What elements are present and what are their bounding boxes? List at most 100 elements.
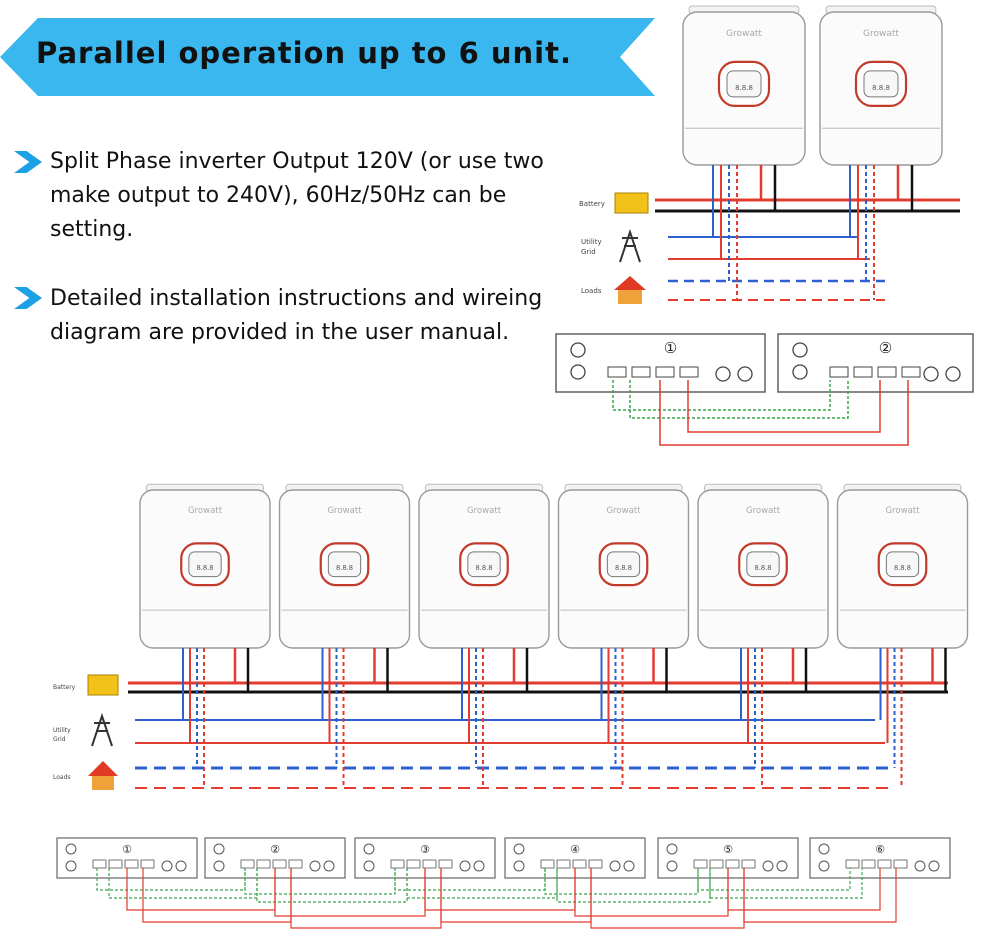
unit-number: ① [122,843,132,856]
inverter-brand: Growatt [606,506,641,516]
label-battery-bottom: Battery [53,684,76,691]
label-battery: Battery [579,200,605,208]
label-utility: Utility [581,238,602,246]
comm-port [877,366,897,378]
comm-port [829,366,849,378]
label-loads-bottom: Loads [53,774,71,781]
display-readout: 8.8.8 [894,564,911,572]
comm-port [607,366,627,378]
comm-port [655,366,675,378]
house-icon-bottom [88,761,118,776]
panel-hole [213,843,225,855]
panel-hole [570,364,586,380]
comm-port [861,859,876,869]
unit-number: ⑥ [875,843,885,856]
panel-hole [945,366,961,382]
comm-panel [777,333,974,393]
bullet-instructions: Detailed installation instructions and w… [50,286,543,345]
comm-port [288,859,303,869]
comm-link-green-1 [612,380,831,411]
inverter-brand: Growatt [188,506,223,516]
house-body-icon-bottom [92,776,114,790]
battery-icon-bottom [87,674,119,696]
comm-port [422,859,437,869]
comm-port [845,859,860,869]
comm-link-green [244,868,396,895]
comm-port [124,859,139,869]
panel-hole [818,843,830,855]
inverter-brand: Growatt [327,506,362,516]
banner-title: Parallel operation up to 6 unit. [36,36,572,70]
display-readout: 8.8.8 [735,84,753,92]
display-screen [188,551,222,578]
battery-icon [614,192,649,214]
label-utility-2: Grid [581,248,596,256]
comm-port [92,859,107,869]
panel-hole [65,860,77,872]
comm-port [390,859,405,869]
display-screen [467,551,501,578]
comm-port [741,859,756,869]
panel-hole [473,860,485,872]
comm-port [877,859,892,869]
panel-hole [65,843,77,855]
panel-hole [175,860,187,872]
panel-hole [818,860,830,872]
panel-hole [715,366,731,382]
utility-pole-icon [619,228,641,263]
panel-hole [792,364,808,380]
comm-port [140,859,155,869]
display-screen [885,551,920,578]
comm-port [893,859,908,869]
display-screen [726,70,762,98]
display-readout: 8.8.8 [872,84,890,92]
unit-number: ② [270,843,280,856]
comm-port [679,366,699,378]
panel-hole [213,860,225,872]
label-utility-bottom: Utility [53,727,71,734]
house-icon [614,276,646,290]
comm-port [256,859,271,869]
comm-port [108,859,123,869]
display-readout: 8.8.8 [615,564,632,572]
panel-hole [363,843,375,855]
comm-port [853,366,873,378]
panel-hole [623,860,635,872]
comm-port [588,859,603,869]
display-screen [327,551,362,578]
comm-port [631,366,651,378]
comm-link-green [697,868,851,891]
display-screen [746,551,780,578]
comm-port [693,859,708,869]
comm-port [438,859,453,869]
comm-link-red [743,868,897,923]
panel-hole [792,342,808,358]
display-readout: 8.8.8 [755,564,772,572]
unit-number: ④ [570,843,580,856]
panel-hole [762,860,774,872]
unit-number: ⑤ [723,843,733,856]
display-readout: 8.8.8 [197,564,214,572]
display-readout: 8.8.8 [336,564,353,572]
panel-hole [309,860,321,872]
utility-pole-icon-bottom [91,712,113,747]
inverter-brand: Growatt [863,29,899,39]
display-screen [606,551,641,578]
panel-hole [570,342,586,358]
panel-hole [513,843,525,855]
comm-port [725,859,740,869]
house-body-icon [618,290,642,304]
panel-hole [928,860,940,872]
comm-port [406,859,421,869]
panel-hole [609,860,621,872]
display-readout: 8.8.8 [476,564,493,572]
panel-hole [776,860,788,872]
panel-hole [513,860,525,872]
comm-port [556,859,571,869]
panel-hole [363,860,375,872]
comm-link-red [727,868,881,911]
unit-number: ② [879,339,892,357]
unit-number: ① [664,339,677,357]
panel-hole [323,860,335,872]
panel-hole [737,366,753,382]
